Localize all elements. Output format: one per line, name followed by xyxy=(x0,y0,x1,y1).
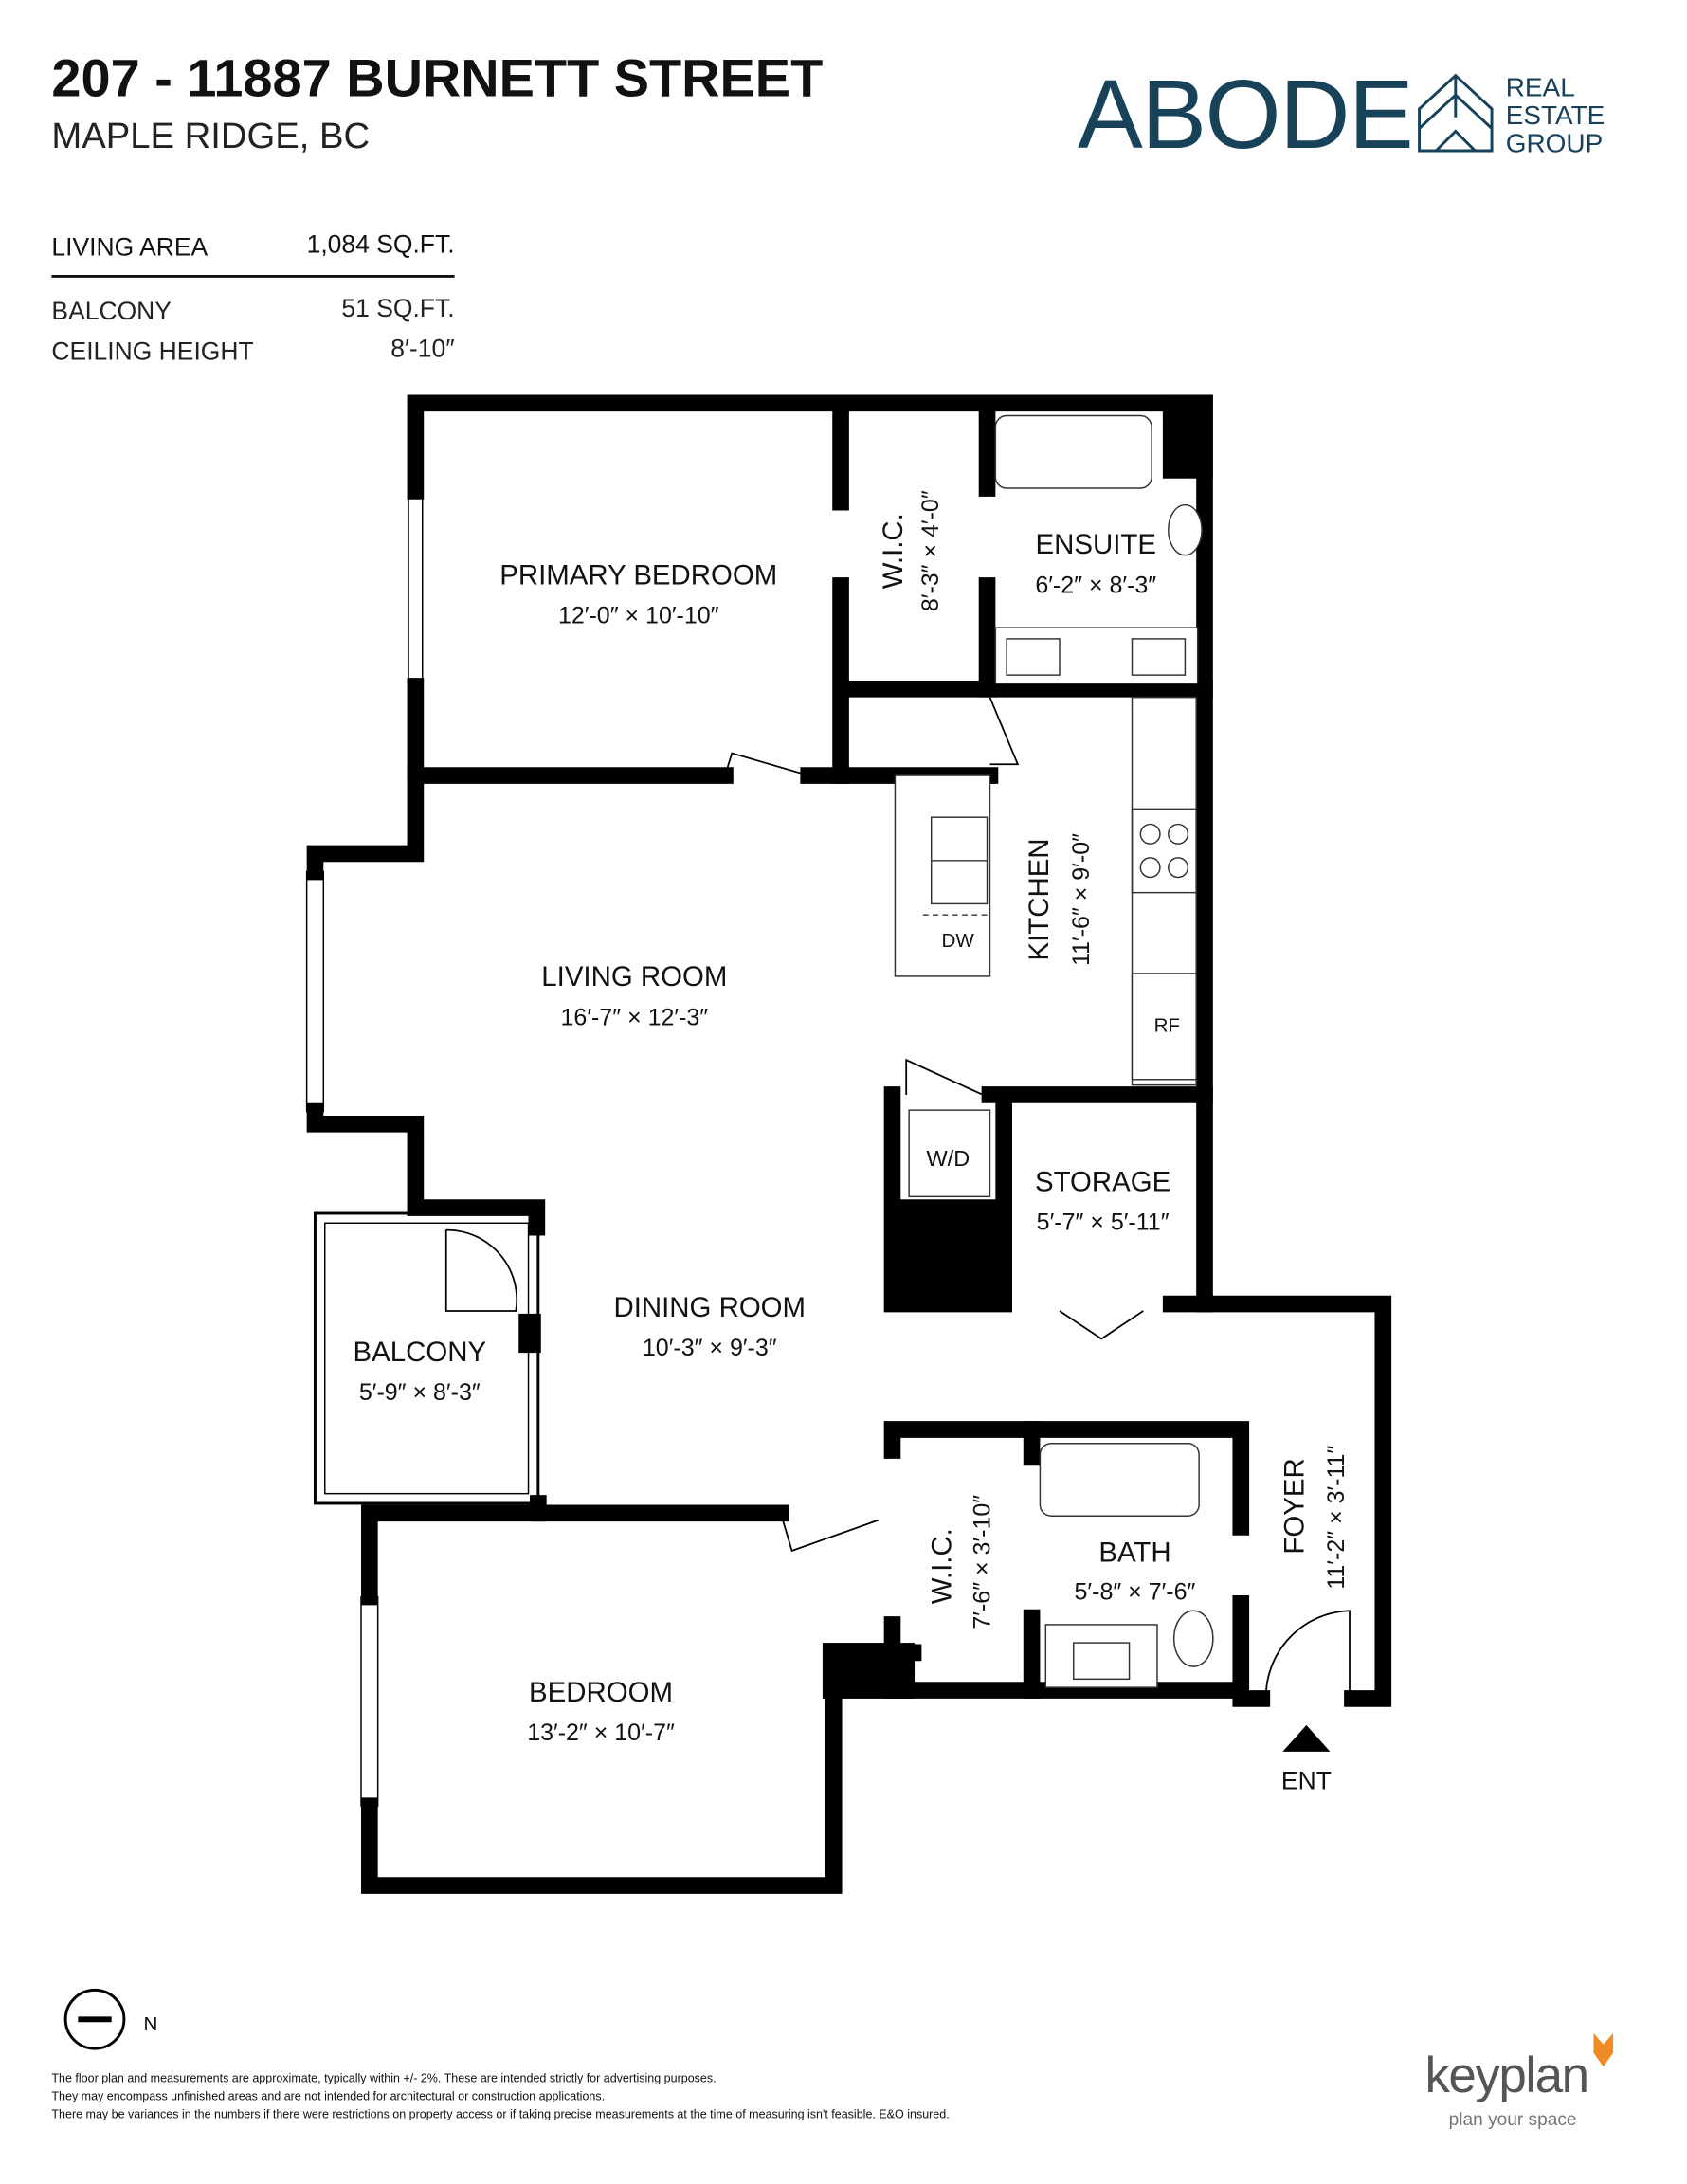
dim-kitchen: 11′-6″ × 9′-0″ xyxy=(1068,833,1095,966)
disclaimer-line-3: There may be variances in the numbers if… xyxy=(51,2108,949,2121)
door xyxy=(724,752,809,776)
label-dishwasher: DW xyxy=(941,930,974,952)
bathtub xyxy=(1039,1442,1200,1517)
dim-wic-2: 7′-6″ × 3′-10″ xyxy=(969,1495,995,1629)
door xyxy=(989,697,1020,766)
door xyxy=(905,1058,984,1096)
bathtub xyxy=(994,414,1152,489)
balcony-value: 51 SQ.FT. xyxy=(341,294,454,322)
label-fridge: RF xyxy=(1154,1015,1180,1037)
toilet xyxy=(1168,503,1203,556)
keyplan-logo: keyplan plan your space xyxy=(1424,2032,1614,2130)
room-ensuite: ENSUITE xyxy=(1036,529,1156,560)
logo-tagline-1: REAL xyxy=(1506,73,1575,102)
room-balcony: BALCONY xyxy=(354,1337,487,1368)
room-foyer: FOYER xyxy=(1279,1458,1310,1554)
keyplan-tagline: plan your space xyxy=(1449,2110,1577,2130)
ceiling-height-value: 8′-10″ xyxy=(390,335,454,363)
room-kitchen: KITCHEN xyxy=(1024,838,1055,960)
label-washer-dryer: W/D xyxy=(926,1146,970,1171)
dim-bedroom: 13′-2″ × 10′-7″ xyxy=(527,1720,675,1746)
toilet xyxy=(1172,1610,1214,1667)
room-bath: BATH xyxy=(1098,1538,1170,1569)
fox-icon xyxy=(1593,2032,1614,2067)
dim-living: 16′-7″ × 12′-3″ xyxy=(561,1004,709,1030)
living-area-label: LIVING AREA xyxy=(51,232,208,261)
keyplan-wordmark: keyplan xyxy=(1424,2048,1587,2103)
dim-storage: 5′-7″ × 5′-11″ xyxy=(1037,1210,1170,1236)
dim-bath: 5′-8″ × 7′-6″ xyxy=(1075,1578,1196,1605)
room-bedroom: BEDROOM xyxy=(529,1677,673,1708)
window xyxy=(360,1595,379,1807)
window xyxy=(408,490,424,687)
entrance-arrow-icon xyxy=(1282,1724,1331,1752)
disclaimer-line-2: They may encompass unfinished areas and … xyxy=(51,2090,605,2103)
city-subtitle: MAPLE RIDGE, BC xyxy=(51,116,370,156)
dim-balcony: 5′-9″ × 8′-3″ xyxy=(359,1379,481,1406)
abode-logo: ABODE REAL ESTATE GROUP xyxy=(1078,60,1605,169)
door xyxy=(779,1513,880,1553)
room-living: LIVING ROOM xyxy=(541,961,727,992)
disclaimer-line-1: The floor plan and measurements are appr… xyxy=(51,2071,716,2084)
wall-block xyxy=(518,1313,541,1354)
wall-block xyxy=(1162,394,1213,479)
door xyxy=(1059,1310,1144,1340)
compass-north-label: N xyxy=(144,2013,158,2035)
ceiling-height-label: CEILING HEIGHT xyxy=(51,337,253,366)
logo-tagline-2: ESTATE xyxy=(1506,100,1605,130)
house-logo-icon xyxy=(1418,73,1494,153)
entrance-label: ENT xyxy=(1281,1767,1332,1795)
room-wic-2: W.I.C. xyxy=(926,1528,957,1604)
floor-plan xyxy=(305,394,1392,1894)
dim-dining: 10′-3″ × 9′-3″ xyxy=(643,1335,777,1361)
logo-tagline-3: GROUP xyxy=(1506,128,1603,157)
room-primary-bedroom: PRIMARY BEDROOM xyxy=(499,560,777,592)
wall-block xyxy=(892,1199,1005,1304)
dim-foyer: 11′-2″ × 3′-11″ xyxy=(1323,1446,1350,1590)
abode-wordmark: ABODE xyxy=(1078,60,1412,169)
dim-primary-bedroom: 12′-0″ × 10′-10″ xyxy=(558,603,719,629)
dim-ensuite: 6′-2″ × 8′-3″ xyxy=(1035,572,1156,598)
washer-dryer xyxy=(908,1109,991,1198)
living-area-value: 1,084 SQ.FT. xyxy=(307,229,455,258)
room-storage: STORAGE xyxy=(1035,1166,1170,1197)
compass-icon xyxy=(63,1988,126,2050)
stove-icon xyxy=(1131,808,1197,894)
balcony-label: BALCONY xyxy=(51,297,172,325)
window xyxy=(305,870,325,1113)
dim-wic-1: 8′-3″ × 4′-0″ xyxy=(917,490,944,611)
address-title: 207 - 11887 BURNETT STREET xyxy=(51,48,823,108)
door xyxy=(1264,1610,1351,1699)
room-dining: DINING ROOM xyxy=(613,1292,806,1323)
door xyxy=(444,1228,518,1312)
fridge xyxy=(1131,973,1197,1081)
room-wic-1: W.I.C. xyxy=(878,513,909,589)
